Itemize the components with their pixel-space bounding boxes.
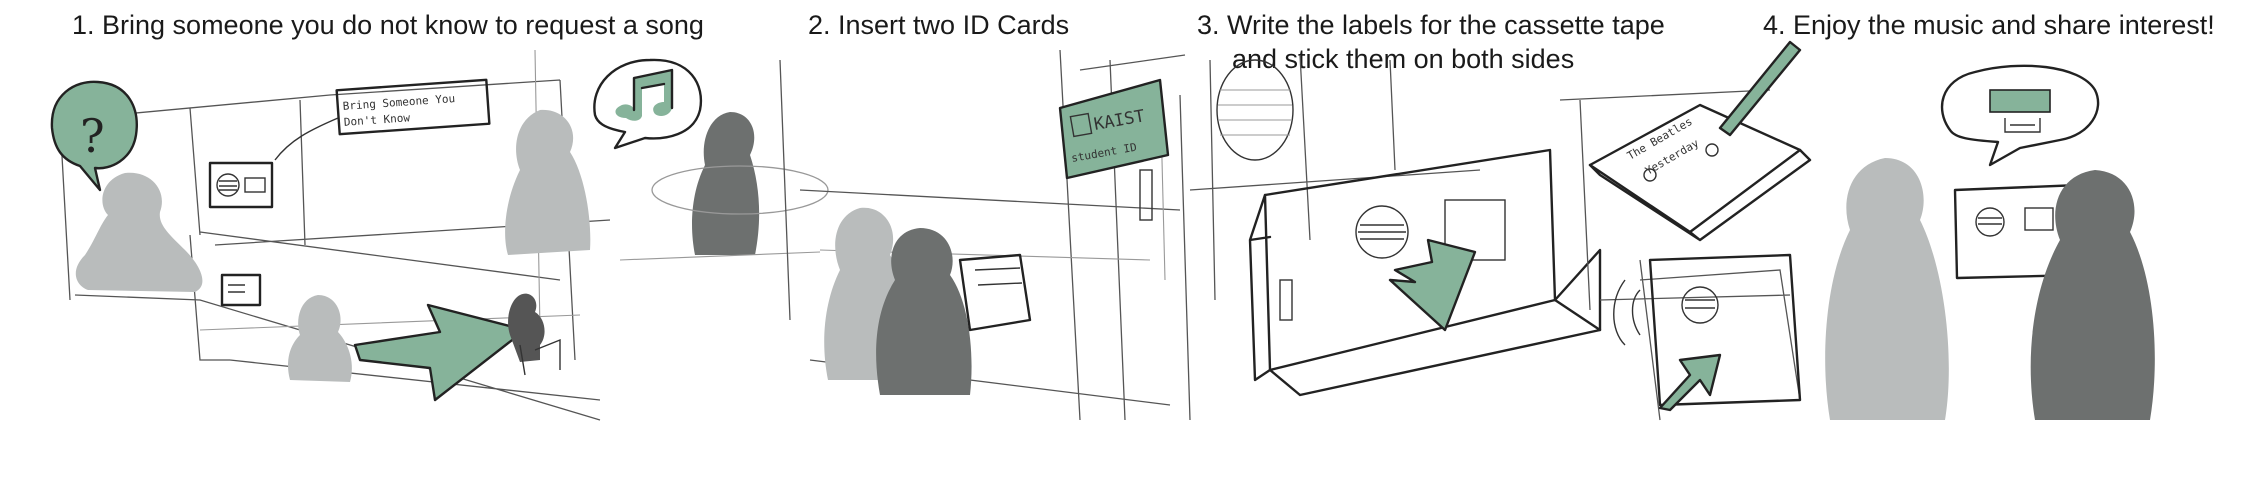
- step3-caption-line2: and stick them on both sides: [1232, 44, 1575, 74]
- panel-2-sketch: KAIST student ID: [779, 49, 1191, 421]
- step2-caption: 2. Insert two ID Cards: [808, 10, 1070, 40]
- panel-4-sketch: The Beatles Yesterday: [1559, 40, 2155, 421]
- panel-3-sketch: [1189, 54, 1602, 397]
- step1-caption: 1. Bring someone you do not know to requ…: [72, 10, 704, 40]
- step4-caption: 4. Enjoy the music and share interest!: [1763, 10, 2215, 40]
- svg-text:?: ?: [80, 109, 105, 163]
- sign-text-line2: Don't Know: [343, 111, 410, 129]
- step3-caption-line1: 3. Write the labels for the cassette tap…: [1197, 10, 1665, 40]
- sign-text-line1: Bring Someone You: [342, 92, 455, 113]
- panel-1-sketch: ? Bring Someone You Don't Know: [50, 49, 829, 421]
